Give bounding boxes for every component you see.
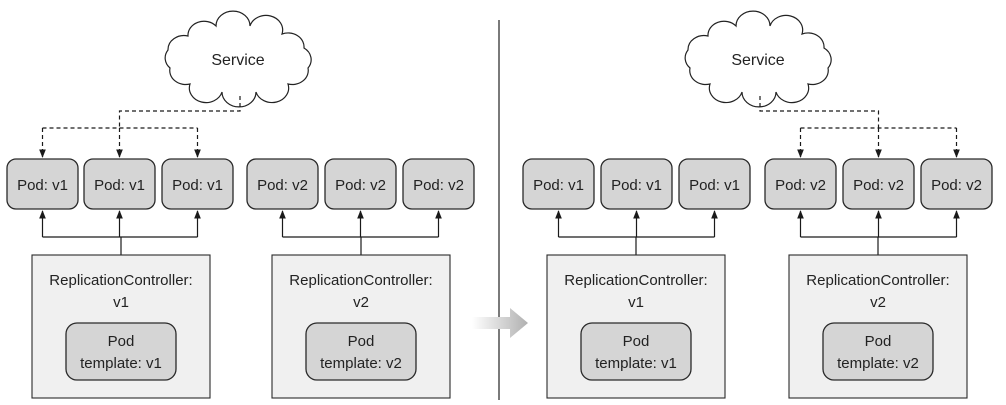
service-cloud: Service xyxy=(164,10,312,108)
cloud-icon xyxy=(164,10,312,108)
pod: Pod: v1 xyxy=(600,158,673,210)
pod-box xyxy=(161,158,234,210)
pod-template: Pod template: v2 xyxy=(305,322,417,381)
routing-line xyxy=(118,96,241,128)
pod-template: Pod template: v1 xyxy=(580,322,692,381)
pod: Pod: v1 xyxy=(678,158,751,210)
pod: Pod: v1 xyxy=(83,158,156,210)
pod: Pod: v2 xyxy=(920,158,993,210)
pod: Pod: v2 xyxy=(764,158,837,210)
rc-label: ReplicationController: xyxy=(49,272,192,289)
pod: Pod: v2 xyxy=(402,158,475,210)
pod-template-box xyxy=(305,322,417,381)
rc-version: v2 xyxy=(353,294,369,311)
pod-template-box xyxy=(65,322,177,381)
pod-box xyxy=(600,158,673,210)
rc-connectors xyxy=(279,210,442,255)
pod-label: Pod: v1 xyxy=(611,177,662,194)
pod-label: Pod: v2 xyxy=(257,177,308,194)
pod-label: Pod: v2 xyxy=(413,177,464,194)
pod-template-version: template: v1 xyxy=(80,355,162,372)
pod-label: Pod: v2 xyxy=(335,177,386,194)
rc-label: ReplicationController: xyxy=(289,272,432,289)
pod: Pod: v1 xyxy=(522,158,595,210)
pod-box xyxy=(324,158,397,210)
pod-template-title: Pod xyxy=(108,333,135,350)
service-label: Service xyxy=(731,52,784,69)
pod-label: Pod: v1 xyxy=(689,177,740,194)
routing-line xyxy=(759,96,880,128)
service-cloud: Service xyxy=(684,10,832,108)
pod-template-title: Pod xyxy=(623,333,650,350)
transition-arrow xyxy=(472,308,528,338)
rc-label: ReplicationController: xyxy=(564,272,707,289)
pod-box xyxy=(6,158,79,210)
pod-box xyxy=(842,158,915,210)
service-routing xyxy=(759,96,960,158)
rc-version: v2 xyxy=(870,294,886,311)
pod-template: Pod template: v2 xyxy=(822,322,934,381)
cloud-icon xyxy=(684,10,832,108)
pod: Pod: v2 xyxy=(842,158,915,210)
pod-template-box xyxy=(822,322,934,381)
rc-version: v1 xyxy=(628,294,644,311)
rc-version: v1 xyxy=(113,294,129,311)
pod-box xyxy=(920,158,993,210)
pod-group-2: Pod: v2 Pod: v2 Pod: v2 ReplicationControll… xyxy=(764,158,993,399)
pod-label: Pod: v2 xyxy=(853,177,904,194)
pod: Pod: v1 xyxy=(161,158,234,210)
pod: Pod: v2 xyxy=(324,158,397,210)
pod: Pod: v2 xyxy=(246,158,319,210)
pod-box xyxy=(83,158,156,210)
pod-box xyxy=(522,158,595,210)
pod-template-title: Pod xyxy=(348,333,375,350)
pod-label: Pod: v1 xyxy=(17,177,68,194)
pod-label: Pod: v2 xyxy=(931,177,982,194)
pod-template-version: template: v1 xyxy=(595,355,677,372)
pod-label: Pod: v1 xyxy=(172,177,223,194)
pod-label: Pod: v1 xyxy=(94,177,145,194)
rc-connectors xyxy=(39,210,201,255)
pod-label: Pod: v1 xyxy=(533,177,584,194)
rc-connectors xyxy=(797,210,960,255)
pod-template-version: template: v2 xyxy=(837,355,919,372)
pod-group-2: Pod: v2 Pod: v2 Pod: v2 ReplicationControll… xyxy=(246,158,475,399)
pod-template-title: Pod xyxy=(865,333,892,350)
pod: Pod: v1 xyxy=(6,158,79,210)
pod-template-version: template: v2 xyxy=(320,355,402,372)
pod-label: Pod: v2 xyxy=(775,177,826,194)
pod-group-1: Pod: v1 Pod: v1 Pod: v1 ReplicationControll… xyxy=(522,158,751,399)
rc-connectors xyxy=(555,210,718,255)
pod-box xyxy=(678,158,751,210)
pod-box xyxy=(402,158,475,210)
pod-box xyxy=(246,158,319,210)
pod-box xyxy=(764,158,837,210)
service-routing xyxy=(39,96,241,158)
rc-label: ReplicationController: xyxy=(806,272,949,289)
service-label: Service xyxy=(211,52,264,69)
pod-template: Pod template: v1 xyxy=(65,322,177,381)
pod-group-1: Pod: v1 Pod: v1 Pod: v1 ReplicationControll… xyxy=(6,158,234,399)
pod-template-box xyxy=(580,322,692,381)
